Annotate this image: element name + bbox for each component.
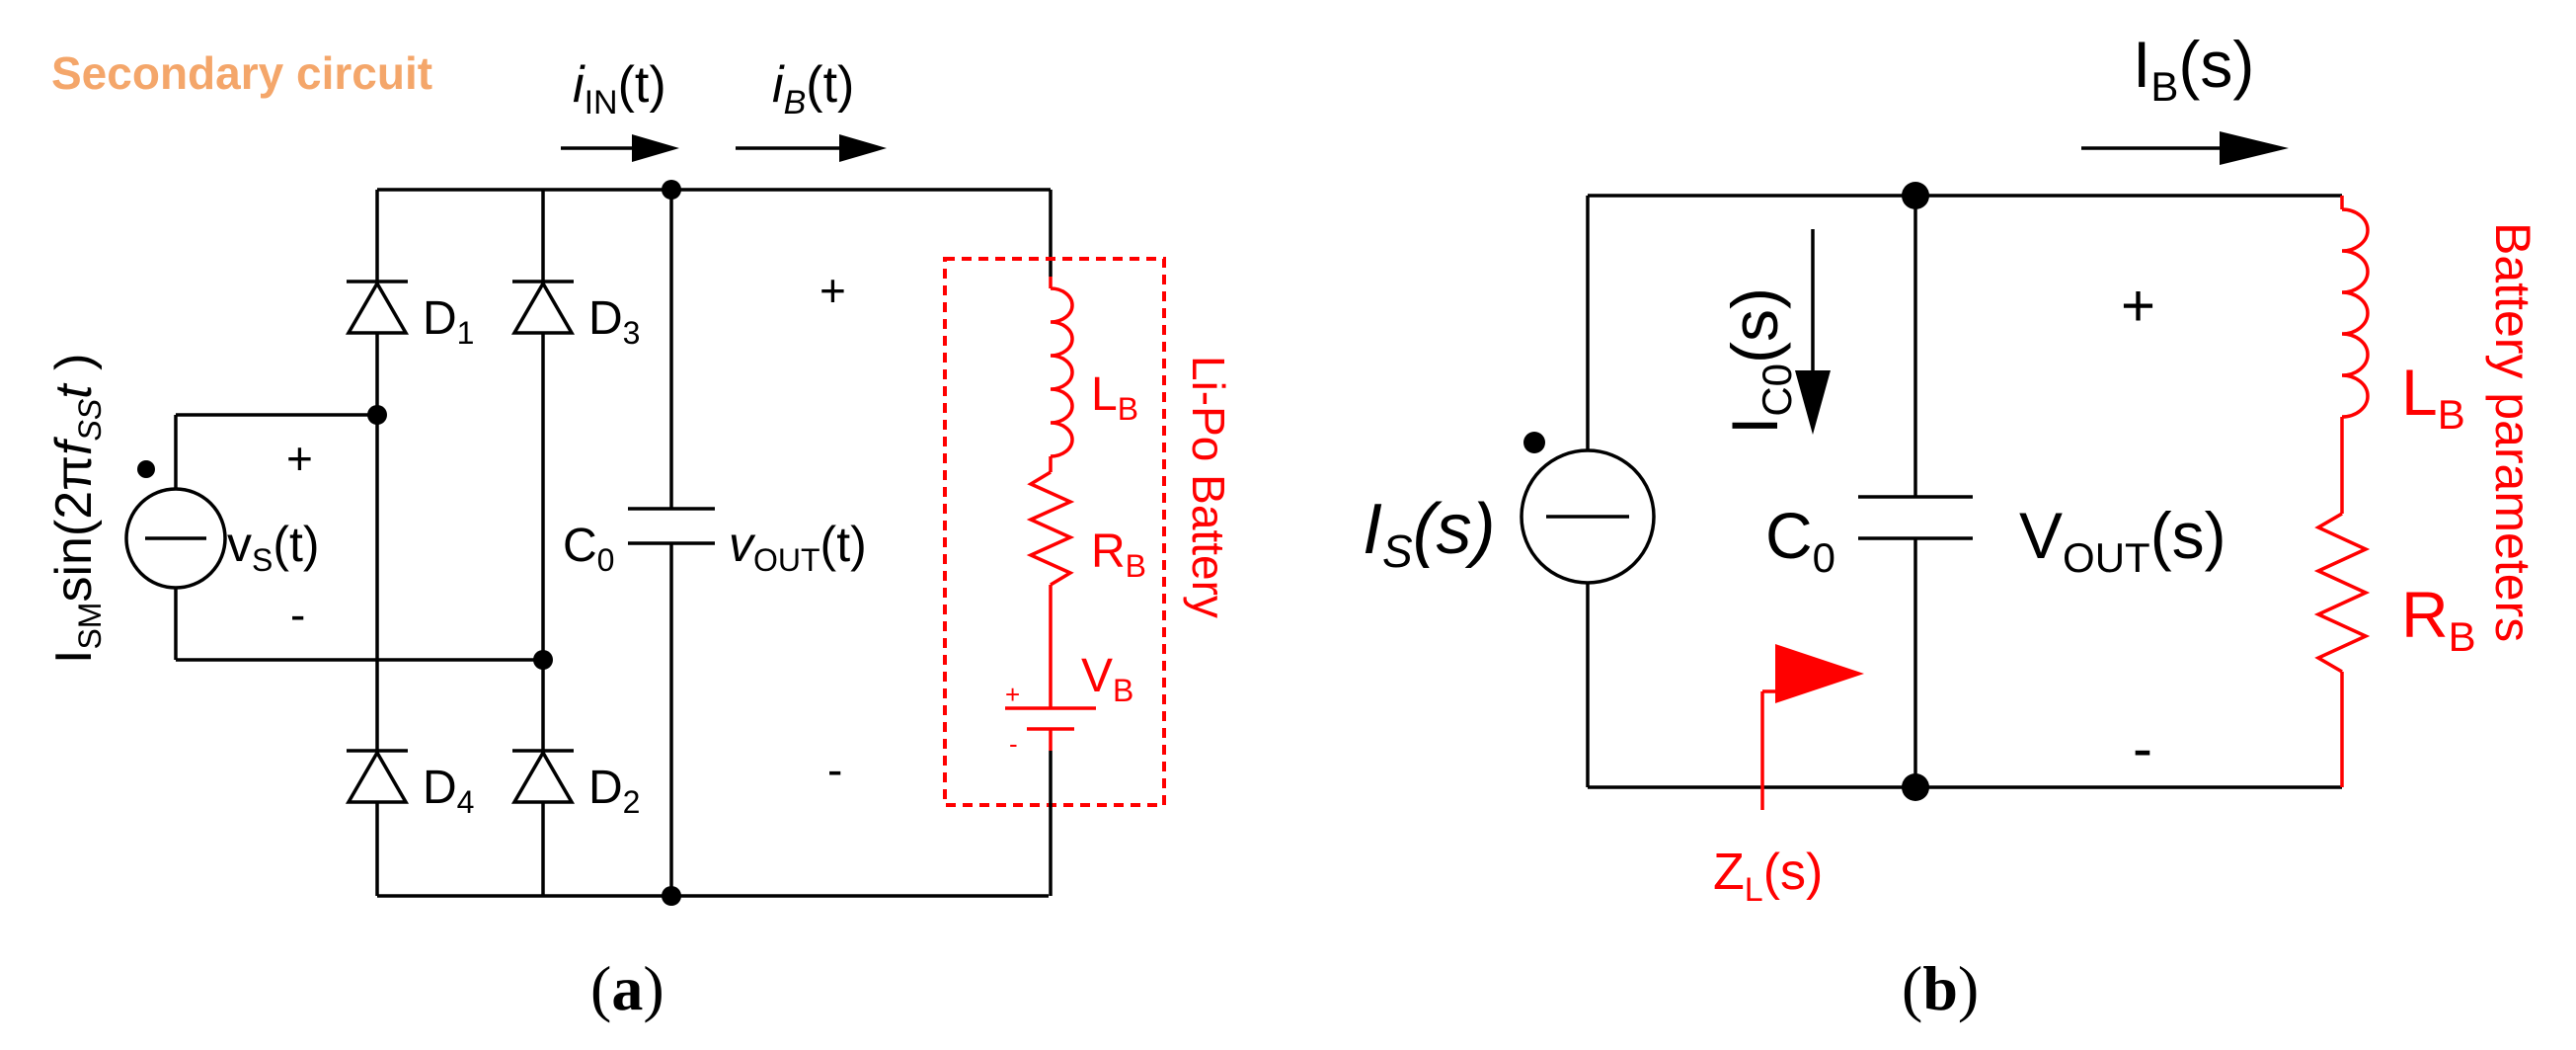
vs-minus-sign: - [290,589,305,640]
capacitor-c0-icon [1858,495,1973,540]
diode-label-d4: D4 [423,762,474,820]
capacitor-c0-label: C0 [1765,499,1835,581]
battery-vb-icon [1005,706,1096,751]
panel-b-equivalent-circuit: IB(s) IC0(s) IS(s) [1363,28,2540,1023]
inductor-lb-label: LB [1091,368,1138,427]
source-expression: ISMsin(2πfSSt ) [45,354,108,664]
junction-dot [1902,773,1929,801]
impedance-zl-label: ZL(s) [1713,844,1823,909]
current-source-is-icon [1520,432,1656,585]
battery-vb-label: VB [1081,650,1133,708]
capacitor-c0-label: C0 [563,520,614,578]
resistor-rb-icon [2313,512,2371,787]
panel-a-secondary-circuit: Secondary circuit iIN(t) iB(t) [45,47,1234,1023]
vout-label-s: VOUT(s) [2019,499,2226,581]
vout-label: vOUT(t) [729,517,867,578]
capacitor-c0-icon [628,507,715,545]
vs-label: vS(t) [227,517,320,578]
vout-minus-sign: - [827,744,842,795]
junction-dot [662,886,681,906]
junction-dot [662,180,681,200]
vout-plus-sign: + [2121,273,2155,339]
current-source-icon [124,460,227,590]
current-arrow-ib [736,134,887,162]
current-arrow-iin [561,134,679,162]
diode-label-d2: D2 [588,762,640,820]
current-label-ic0: IC0(s) [1718,287,1800,435]
resistor-rb-label: RB [1091,525,1146,584]
resistor-rb-label: RB [2401,578,2476,660]
diode-d1-icon [345,280,410,335]
diode-d3-icon [510,280,576,335]
current-label-iin: iIN(t) [573,56,666,121]
diode-d4-icon [345,749,410,804]
panel-b-wires [1586,194,2342,789]
junction-dot [533,650,553,670]
battery-parameters-label: Battery parameters [2485,222,2540,642]
panel-b-junctions [1902,182,1929,801]
junction-dot [367,405,387,425]
current-arrow-ib-s [2081,131,2289,165]
diode-label-d3: D3 [588,292,640,351]
battery-dashed-box [943,257,1166,807]
diode-d2-icon [510,749,576,804]
vout-minus-sign: - [2133,715,2152,781]
resistor-rb-icon [1026,470,1075,708]
battery-minus-sign: - [1009,729,1018,759]
inductor-lb-icon [2340,196,2370,514]
current-arrow-ic0 [1795,229,1831,435]
battery-plus-sign: + [1005,680,1020,709]
vs-plus-sign: + [286,433,313,484]
junction-dot [1902,182,1929,209]
li-po-battery-label: Li-Po Battery [1183,356,1234,618]
secondary-circuit-heading: Secondary circuit [51,47,432,99]
current-label-ib-s: IB(s) [2133,28,2254,110]
vout-plus-sign: + [820,265,846,316]
source-label-is: IS(s) [1363,490,1496,577]
panel-b-caption: (b) [1902,953,1979,1023]
panel-a-caption: (a) [590,953,664,1023]
impedance-zl-flag-icon [1760,644,1864,810]
inductor-lb-label: LB [2401,356,2465,438]
current-label-ib: iB(t) [772,56,854,121]
diode-label-d1: D1 [423,292,474,351]
panel-a-junctions [367,180,681,906]
inductor-lb-icon [1049,277,1074,472]
